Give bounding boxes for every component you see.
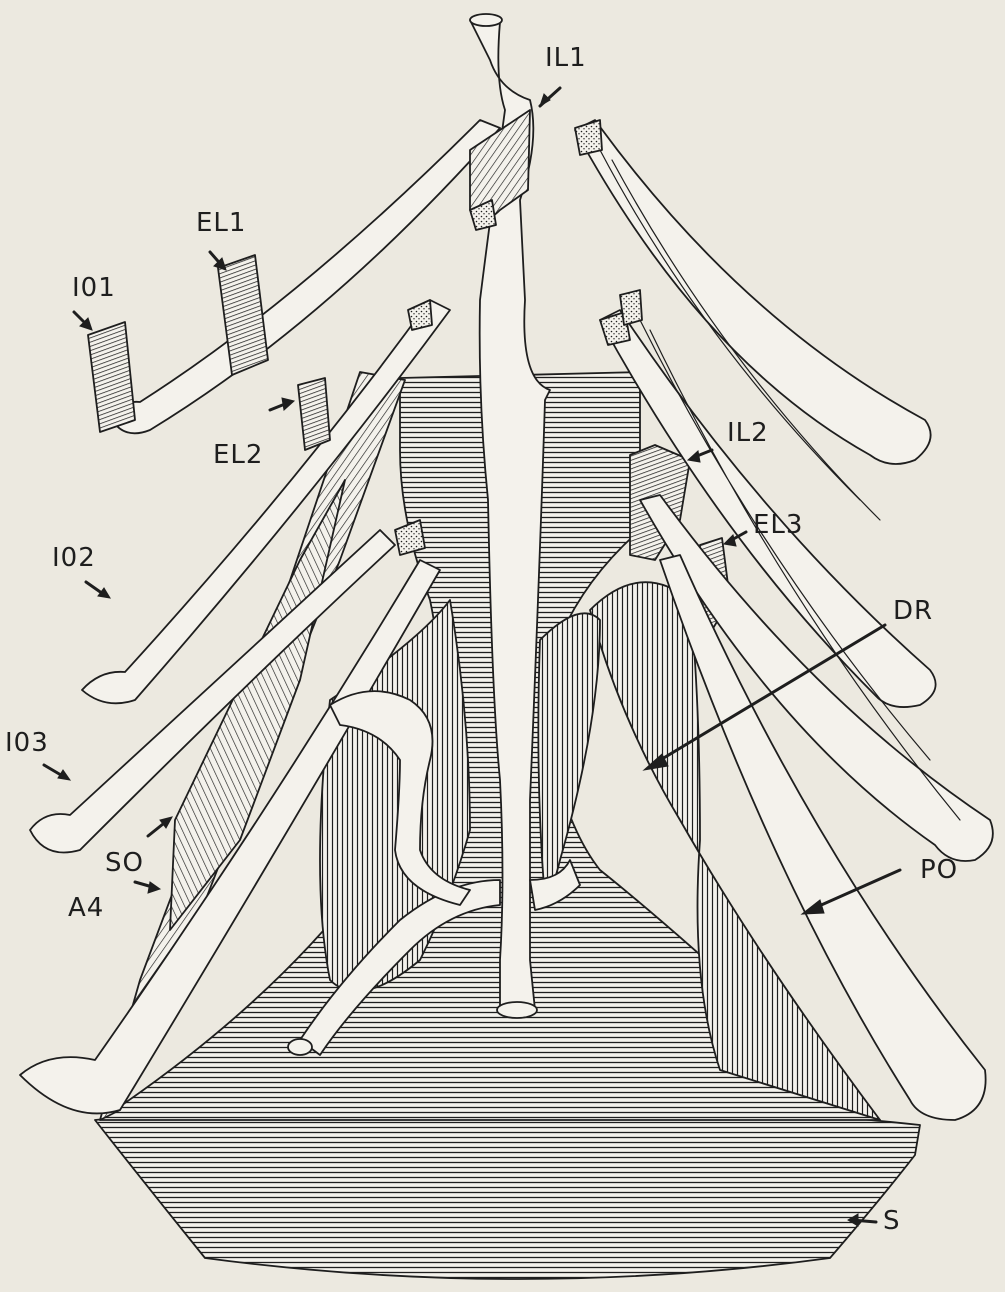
spine-bottom-cap [497,1002,537,1018]
label-io1: I01 [72,275,116,301]
tendon-dots-1 [575,120,602,155]
label-il2: IL2 [727,420,769,446]
arrow-io3 [44,765,70,780]
label-dr: DR [893,598,933,624]
label-po: PO [920,857,958,883]
label-a4: A4 [68,895,104,921]
label-el2: EL2 [213,442,263,468]
io1-block [88,322,135,432]
tendon-dots-5 [408,300,432,330]
tendon-dots-4 [395,520,425,555]
spine-top-cap [470,14,502,26]
label-so: SO [105,850,144,876]
label-io3: I03 [5,730,49,756]
label-el3: EL3 [753,512,803,538]
arrow-io2 [86,582,110,598]
arrow-il1 [540,88,560,106]
label-el1: EL1 [196,210,246,236]
el2-block [298,378,330,450]
arrow-io1 [74,312,92,330]
arrow-el1 [210,252,226,270]
arrow-so [148,817,172,836]
arrow-el2 [270,398,294,410]
arrow-a4 [135,882,160,893]
sternum-block [95,1101,920,1279]
label-io2: I02 [52,545,96,571]
label-il1: IL1 [545,45,587,71]
label-s: S [883,1208,901,1234]
fork-left-cap [288,1039,312,1055]
tendon-dots-3 [620,290,642,325]
